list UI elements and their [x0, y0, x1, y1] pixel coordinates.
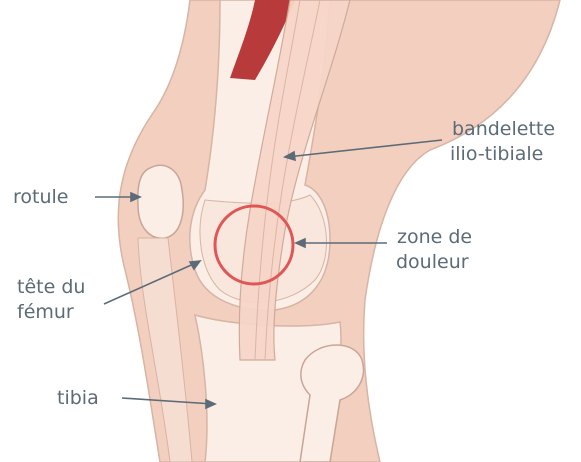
patella: [138, 165, 183, 238]
label-bandelette-line2: ilio-tibiale: [450, 143, 543, 165]
label-tibia: tibia: [57, 387, 99, 409]
label-zone-line1: zone de: [397, 226, 472, 248]
label-rotule: rotule: [13, 186, 68, 208]
label-tete-line1: tête du: [17, 276, 85, 298]
label-zone-line2: douleur: [396, 251, 469, 273]
label-bandelette-line1: bandelette: [452, 118, 555, 140]
label-tete-line2: fémur: [17, 301, 74, 323]
